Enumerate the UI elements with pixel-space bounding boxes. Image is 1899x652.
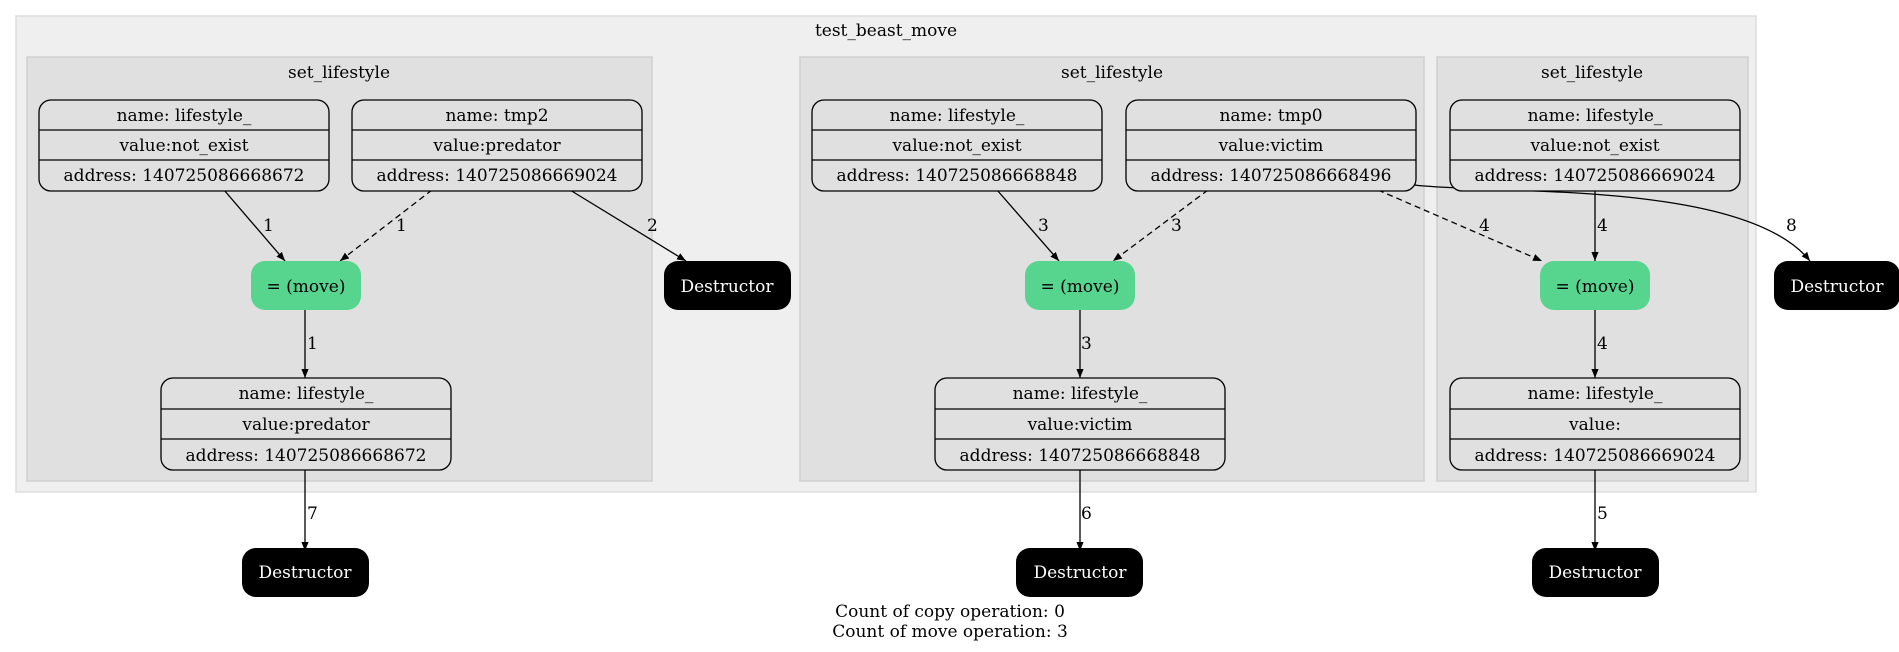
- record-value: value:victim: [1218, 136, 1324, 156]
- destructor-node: Destructor: [242, 548, 369, 597]
- edge-label: 3: [1038, 216, 1049, 236]
- record-address: address: 140725086669024: [1475, 166, 1716, 186]
- record-node: name: tmp2 value:predator address: 14072…: [351, 99, 643, 192]
- record-node: name: lifestyle_ value:not_exist address…: [1449, 99, 1741, 192]
- record-value: value:not_exist: [891, 136, 1021, 156]
- record-value: value:: [1568, 415, 1621, 435]
- record-node: name: lifestyle_ value: address: 1407250…: [1449, 377, 1741, 471]
- edge-2: [569, 189, 687, 262]
- edge-label: 1: [263, 216, 274, 236]
- cluster-title: set_lifestyle: [288, 63, 390, 83]
- record-address: address: 140725086668848: [837, 166, 1078, 186]
- record-name: name: lifestyle_: [1013, 384, 1148, 404]
- edge-3a: [996, 189, 1060, 262]
- record-value: value:victim: [1027, 415, 1133, 435]
- destructor-node: Destructor: [664, 261, 791, 310]
- destructor-label: Destructor: [1790, 277, 1884, 297]
- edge-labels: 1 1 1 2 7 3 3 3 6 4 4 4 5 8: [263, 216, 1797, 524]
- record-node: name: lifestyle_ value:not_exist address…: [38, 99, 330, 192]
- move-operation-node: = (move): [1025, 261, 1135, 310]
- destructor-label: Destructor: [258, 563, 352, 583]
- edge-label: 1: [307, 334, 318, 354]
- record-address: address: 140725086668496: [1151, 166, 1392, 186]
- copy-count: Count of copy operation: 0: [835, 602, 1065, 622]
- destructor-node: Destructor: [1016, 548, 1143, 597]
- record-address: address: 140725086668672: [64, 166, 305, 186]
- cluster-title: test_beast_move: [815, 21, 957, 41]
- operation-counts: Count of copy operation: 0 Count of move…: [832, 602, 1068, 642]
- move-count: Count of move operation: 3: [832, 622, 1068, 642]
- destructor-label: Destructor: [1033, 563, 1127, 583]
- record-name: name: lifestyle_: [117, 106, 252, 126]
- edge-label: 1: [396, 216, 407, 236]
- record-value: value:predator: [241, 415, 370, 435]
- destructor-label: Destructor: [1548, 563, 1642, 583]
- operation-label: = (move): [1041, 277, 1120, 297]
- record-node: name: lifestyle_ value:victim address: 1…: [934, 377, 1226, 471]
- edge-label: 4: [1479, 216, 1490, 236]
- edge-1a: [223, 189, 286, 262]
- edge-label: 4: [1597, 216, 1608, 236]
- record-name: name: tmp0: [1219, 106, 1322, 126]
- destructor-node: Destructor: [1774, 261, 1899, 310]
- operation-label: = (move): [1556, 277, 1635, 297]
- record-name: name: lifestyle_: [1528, 106, 1663, 126]
- cluster-title: set_lifestyle: [1541, 63, 1643, 83]
- record-address: address: 140725086668672: [186, 446, 427, 466]
- operation-label: = (move): [267, 277, 346, 297]
- record-node: name: tmp0 value:victim address: 1407250…: [1125, 99, 1417, 192]
- edge-label: 5: [1597, 504, 1608, 524]
- record-value: value:predator: [432, 136, 561, 156]
- destructor-label: Destructor: [680, 277, 774, 297]
- edge-label: 2: [647, 216, 658, 236]
- edge-label: 4: [1597, 334, 1608, 354]
- cluster-title: set_lifestyle: [1061, 63, 1163, 83]
- record-address: address: 140725086669024: [1475, 446, 1716, 466]
- record-name: name: lifestyle_: [1528, 384, 1663, 404]
- record-name: name: tmp2: [445, 106, 548, 126]
- record-name: name: lifestyle_: [890, 106, 1025, 126]
- record-node: name: lifestyle_ value:not_exist address…: [811, 99, 1103, 192]
- record-name: name: lifestyle_: [239, 384, 374, 404]
- record-node: name: lifestyle_ value:predator address:…: [160, 377, 452, 471]
- edge-label: 3: [1171, 216, 1182, 236]
- edge-label: 8: [1786, 216, 1797, 236]
- record-value: value:not_exist: [1529, 136, 1659, 156]
- move-operation-node: = (move): [251, 261, 361, 310]
- move-operation-node: = (move): [1540, 261, 1650, 310]
- edge-label: 6: [1081, 504, 1092, 524]
- record-address: address: 140725086668848: [960, 446, 1201, 466]
- record-address: address: 140725086669024: [377, 166, 618, 186]
- destructor-node: Destructor: [1532, 548, 1659, 597]
- record-value: value:not_exist: [118, 136, 248, 156]
- edges: [223, 184, 1811, 551]
- edge-label: 3: [1081, 334, 1092, 354]
- edge-label: 7: [307, 504, 318, 524]
